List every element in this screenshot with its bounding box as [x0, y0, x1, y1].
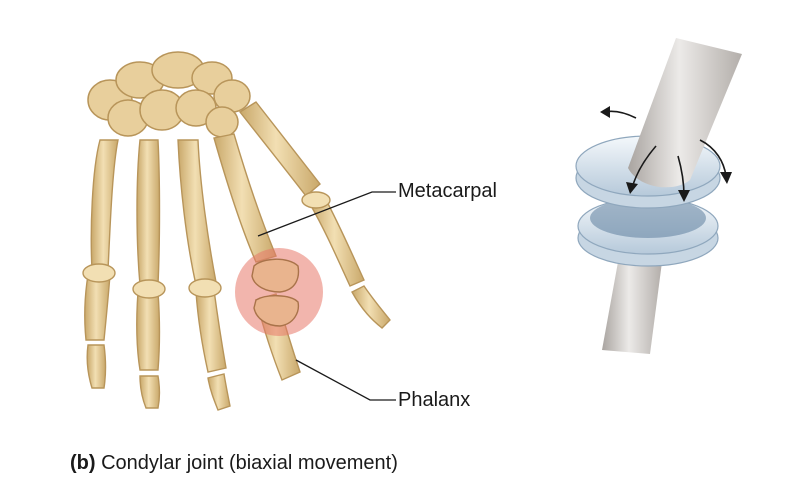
- carpal-bones: [87, 51, 251, 138]
- arrowhead: [678, 190, 690, 202]
- arrowhead: [626, 182, 638, 194]
- hand-illustration: [82, 51, 396, 411]
- phalanx-label: Phalanx: [398, 389, 471, 411]
- knuckle-heads: [82, 191, 331, 299]
- finger-bones: [83, 101, 391, 411]
- lower-disc: [577, 197, 719, 267]
- leader-lines: [257, 191, 396, 401]
- condylar-joint-bones: [251, 258, 300, 327]
- arrowhead: [720, 172, 732, 184]
- joint-model: [575, 38, 742, 354]
- figure-caption: (b) Condylar joint (biaxial movement): [70, 452, 398, 475]
- movement-arrows: [600, 106, 732, 202]
- upper-rod: [628, 38, 742, 188]
- phalanx-leader: [295, 359, 396, 401]
- metacarpal-label: Metacarpal: [398, 180, 497, 202]
- metacarpal-leader: [257, 191, 396, 237]
- caption-letter: (b): [70, 452, 96, 474]
- arrowhead: [600, 106, 610, 118]
- lower-rod: [602, 262, 662, 354]
- caption-text: Condylar joint (biaxial movement): [101, 452, 398, 474]
